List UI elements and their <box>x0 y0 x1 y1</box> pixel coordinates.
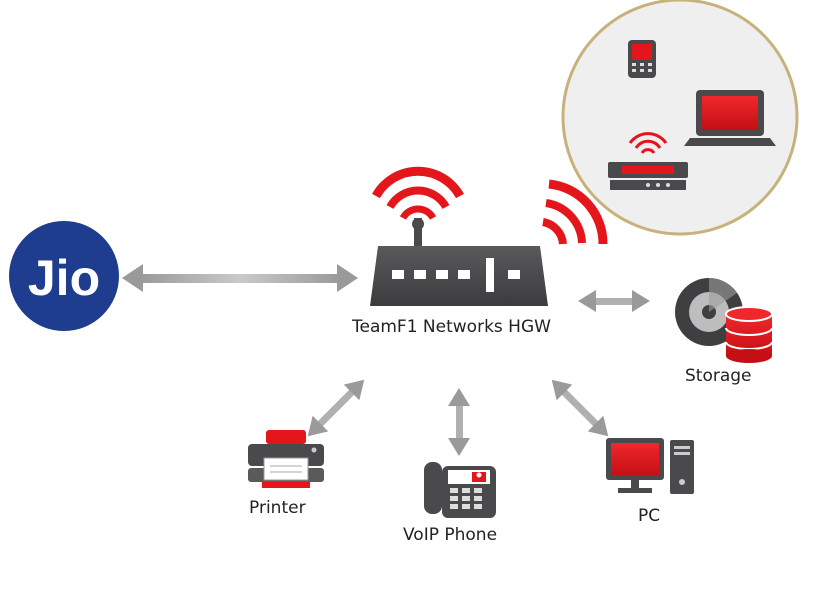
printer-icon <box>248 430 324 488</box>
set-top-box-icon <box>608 132 688 190</box>
arrow-isp-gateway <box>122 264 358 292</box>
desktop-pc-icon <box>606 438 694 494</box>
storage-label: Storage <box>685 366 752 386</box>
jio-logo: Jio <box>9 221 119 331</box>
storage-disk-icon <box>675 278 773 363</box>
arrow-gateway-pc <box>551 379 609 437</box>
jio-logo-text: Jio <box>28 250 100 306</box>
arrow-gateway-phone <box>448 388 470 456</box>
arrow-gateway-storage <box>578 290 650 312</box>
laptop-icon <box>684 90 776 146</box>
wifi-side-signal-icon <box>542 179 608 245</box>
printer-label: Printer <box>249 498 306 518</box>
voip-phone-label: VoIP Phone <box>403 525 498 545</box>
pc-label: PC <box>638 506 661 526</box>
mobile-phone-icon <box>628 40 656 78</box>
voip-phone-icon <box>424 462 496 518</box>
gateway-label: TeamF1 Networks HGW <box>352 317 551 337</box>
wifi-signal-icon <box>372 166 464 220</box>
router-icon <box>370 166 608 306</box>
home-devices-bubble <box>561 0 799 236</box>
arrow-gateway-printer <box>307 379 365 437</box>
connection-arrows <box>122 264 650 456</box>
